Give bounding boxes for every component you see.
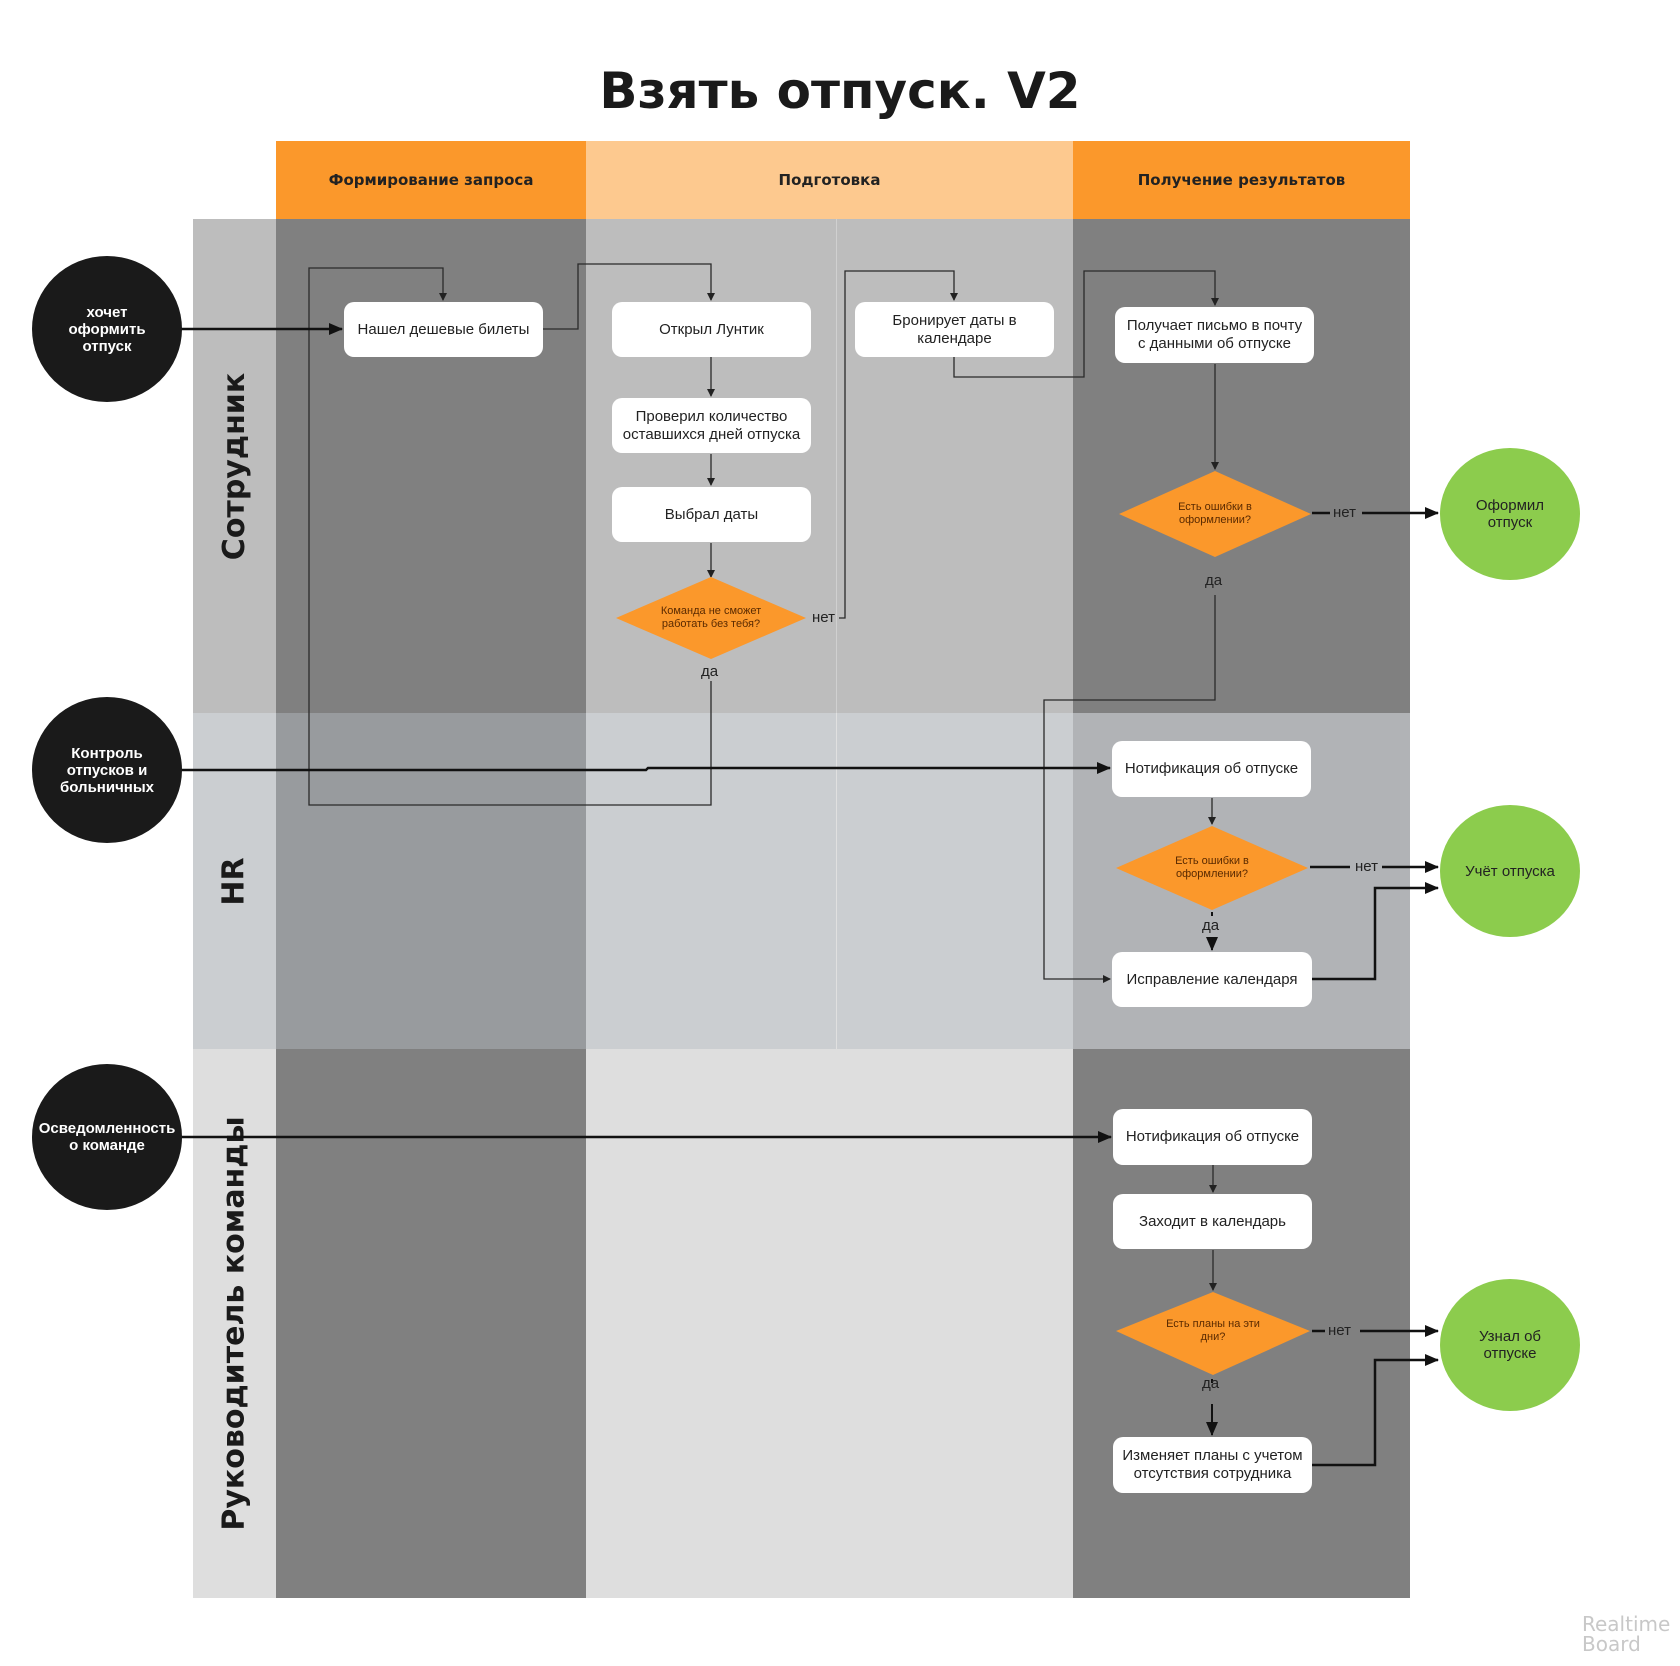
start-event-employee: хочет оформить отпуск xyxy=(32,256,182,402)
end-event-lead: Узнал об отпуске xyxy=(1440,1279,1580,1411)
connector-emp-yes-to-fix xyxy=(1043,595,1216,983)
phase-label: Формирование запроса xyxy=(328,171,534,189)
end-event-employee: Оформил отпуск xyxy=(1440,448,1580,580)
step-hr-notification[interactable]: Нотификация об отпуске xyxy=(1112,741,1311,797)
step-checked-days[interactable]: Проверил количество оставшихся дней отпу… xyxy=(612,398,811,453)
step-found-tickets[interactable]: Нашел дешевые билеты xyxy=(344,302,543,357)
decision-emp-errors xyxy=(1119,471,1311,557)
phase-header-results: Получение результатов xyxy=(1073,141,1410,219)
connector-no-to-book xyxy=(839,270,958,619)
step-opened-luntik[interactable]: Открыл Лунтик xyxy=(612,302,811,357)
phase-label: Получение результатов xyxy=(1137,171,1346,189)
branch-label-no: нет xyxy=(1355,858,1378,875)
cell-lead-prep xyxy=(586,1049,1073,1598)
cell-employee-request xyxy=(276,219,586,713)
decision-text-team-cant-work: Команда не сможет работать без тебя? xyxy=(660,605,762,630)
branch-label-yes: да xyxy=(1202,917,1220,934)
decision-hr-errors xyxy=(1116,826,1308,910)
decision-text-hr-errors: Есть ошибки в оформлении? xyxy=(1175,855,1249,880)
decision-lead-plans xyxy=(1116,1292,1310,1375)
connector-fix-to-end xyxy=(1312,882,1439,981)
phase-label: Подготовка xyxy=(778,171,881,189)
lane-label-employee: Сотрудник xyxy=(193,219,276,713)
start-event-lead: Осведомленность о команде xyxy=(32,1064,182,1210)
branch-label-no: нет xyxy=(812,609,835,626)
phase-header-preparation: Подготовка xyxy=(586,141,1073,219)
branch-label-yes: да xyxy=(701,663,719,680)
connector-yes-loop xyxy=(308,267,712,806)
decision-text-emp-errors: Есть ошибки в оформлении? xyxy=(1178,501,1252,526)
step-chose-dates[interactable]: Выбрал даты xyxy=(612,487,811,542)
end-event-hr: Учёт отпуска xyxy=(1440,805,1580,937)
watermark-logo: Realtime Board xyxy=(1582,1612,1671,1656)
decision-team-cant-work xyxy=(616,577,806,659)
decision-text-lead-plans: Есть планы на эти дни? xyxy=(1166,1318,1260,1343)
step-lead-notification[interactable]: Нотификация об отпуске xyxy=(1113,1109,1312,1165)
branch-label-yes: да xyxy=(1205,572,1223,589)
step-lead-changes-plans[interactable]: Изменяет планы с учетом отсутствия сотру… xyxy=(1113,1437,1312,1493)
connector-start-hr xyxy=(181,762,1111,774)
step-hr-fix-calendar[interactable]: Исправление календаря xyxy=(1112,952,1312,1007)
diagram-title: Взять отпуск. V2 xyxy=(599,62,1081,120)
connector-tickets-to-luntik xyxy=(543,263,715,330)
branch-label-no: нет xyxy=(1333,504,1356,521)
step-lead-opens-calendar[interactable]: Заходит в календарь xyxy=(1113,1194,1312,1249)
connector-changes-to-end xyxy=(1312,1354,1439,1467)
lane-label-team-lead: Руководитель команды xyxy=(193,1049,276,1598)
cell-employee-results xyxy=(1073,219,1410,713)
step-books-dates[interactable]: Бронирует даты в календаре xyxy=(855,302,1054,357)
phase-header-request: Формирование запроса xyxy=(276,141,586,219)
branch-label-yes: да xyxy=(1202,1375,1220,1392)
cell-employee-prep-b xyxy=(836,219,1074,713)
start-event-hr: Контроль отпусков и больничных xyxy=(32,697,182,843)
step-gets-email[interactable]: Получает письмо в почту с данными об отп… xyxy=(1115,307,1314,363)
branch-label-no: нет xyxy=(1328,1322,1351,1339)
connector-book-to-email xyxy=(953,270,1219,378)
cell-lead-request xyxy=(276,1049,586,1598)
